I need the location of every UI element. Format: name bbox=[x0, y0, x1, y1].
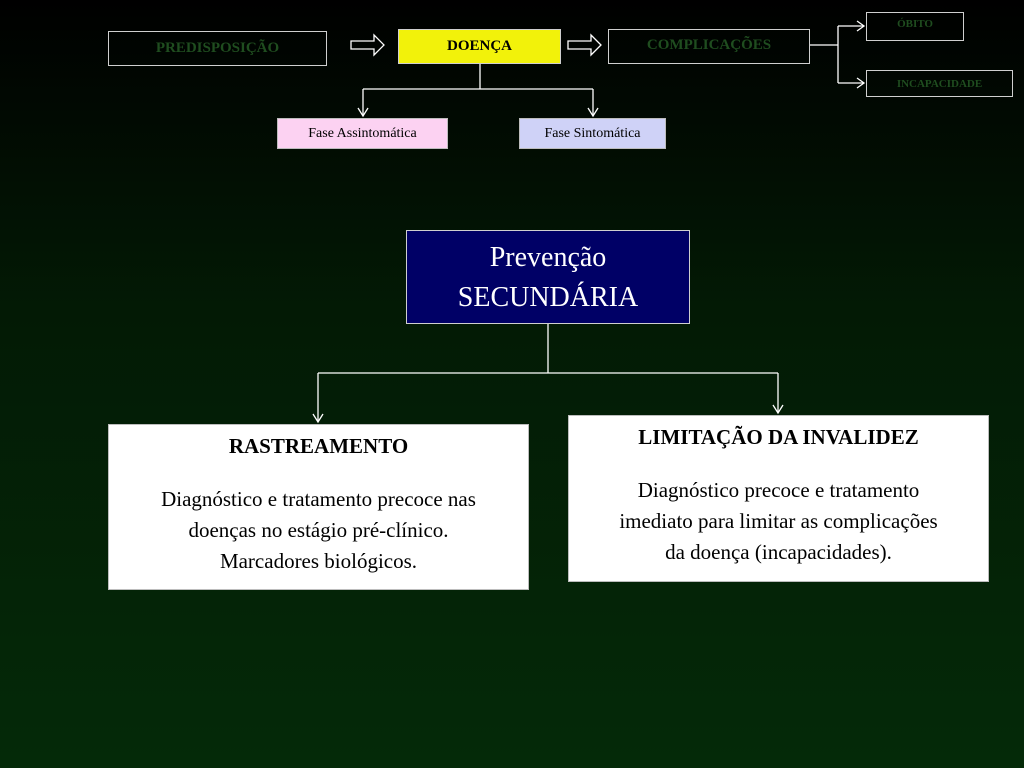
prevencao-line1: Prevenção bbox=[489, 242, 607, 273]
limitacao-title: LIMITAÇÃO DA INVALIDEZ bbox=[638, 425, 919, 449]
limitacao-line1: Diagnóstico precoce e tratamento bbox=[637, 478, 920, 502]
arrowhead-fase-assint bbox=[357, 107, 369, 118]
fase-assintomatica-box: Fase Assintomática bbox=[277, 118, 448, 149]
rastreamento-line1: Diagnóstico e tratamento precoce nas bbox=[161, 487, 476, 511]
fase-sintomatica-label: Fase Sintomática bbox=[544, 125, 641, 141]
rastreamento-box: RASTREAMENTO Diagnóstico e tratamento pr… bbox=[108, 424, 529, 590]
arrow-doenca-complicacoes bbox=[567, 33, 602, 57]
rastreamento-title: RASTREAMENTO bbox=[228, 434, 409, 458]
fase-sintomatica-box: Fase Sintomática bbox=[519, 118, 666, 149]
limitacao-invalidez-box: LIMITAÇÃO DA INVALIDEZ Diagnóstico preco… bbox=[568, 415, 989, 582]
rastreamento-line3: Marcadores biológicos. bbox=[219, 549, 418, 573]
predisposicao-label: PREDISPOSIÇÃO bbox=[155, 40, 280, 56]
arrowhead-limitacao bbox=[772, 404, 784, 415]
doenca-box: DOENÇA bbox=[398, 29, 561, 64]
arrowhead-fase-sint bbox=[587, 107, 599, 118]
complicacoes-box: COMPLICAÇÕES bbox=[608, 29, 810, 64]
incapacidade-label: INCAPACIDADE bbox=[896, 77, 983, 90]
doenca-label: DOENÇA bbox=[446, 38, 512, 54]
arrowhead-incapacidade bbox=[856, 77, 866, 89]
prevencao-line2: SECUNDÁRIA bbox=[457, 282, 639, 313]
complicacoes-label: COMPLICAÇÕES bbox=[646, 37, 772, 53]
arrow-predisposicao-doenca bbox=[350, 33, 385, 57]
limitacao-spacer bbox=[569, 453, 988, 475]
incapacidade-box: INCAPACIDADE bbox=[866, 70, 1013, 97]
limitacao-line3: da doença (incapacidades). bbox=[665, 540, 892, 564]
obito-label: ÓBITO bbox=[897, 18, 933, 30]
arrowhead-rastreamento bbox=[312, 413, 324, 424]
rastreamento-line2: doenças no estágio pré-clínico. bbox=[188, 518, 449, 542]
predisposicao-box: PREDISPOSIÇÃO bbox=[108, 31, 327, 66]
obito-box: ÓBITO bbox=[866, 12, 964, 41]
rastreamento-spacer bbox=[109, 462, 528, 484]
limitacao-line2: imediato para limitar as complicações bbox=[619, 509, 938, 533]
prevencao-secundaria-box: Prevenção SECUNDÁRIA bbox=[406, 230, 690, 324]
arrowhead-obito bbox=[856, 20, 866, 32]
fase-assintomatica-label: Fase Assintomática bbox=[308, 125, 417, 141]
